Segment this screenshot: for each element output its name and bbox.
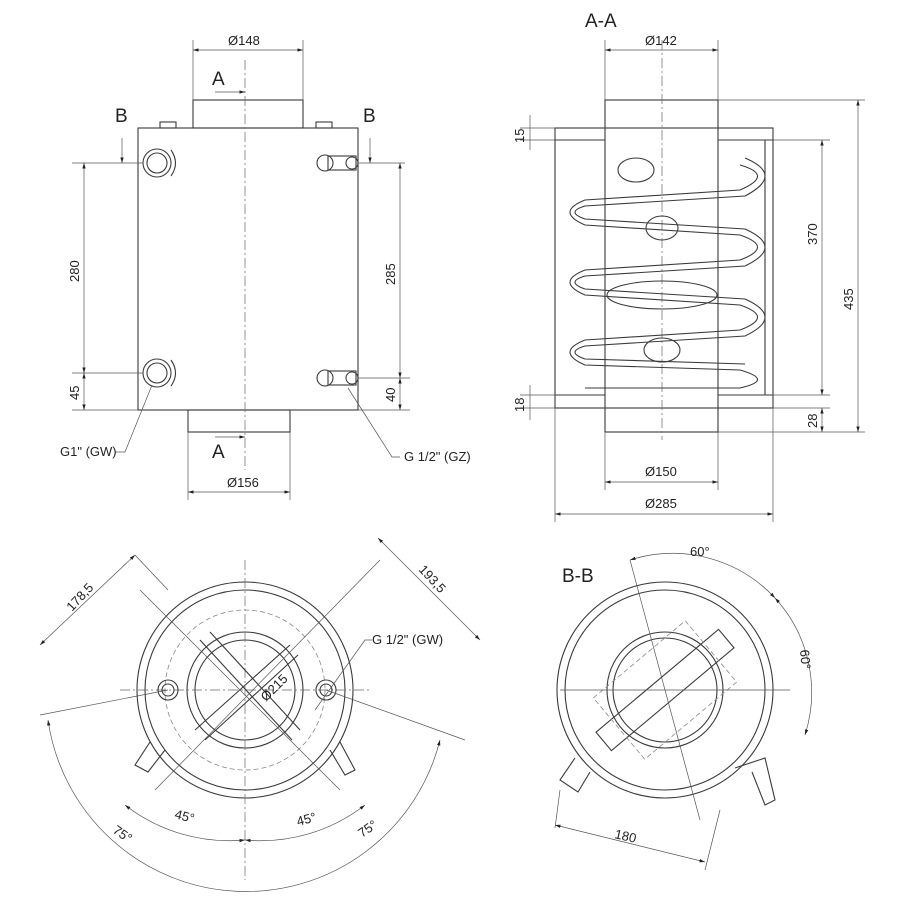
angle-right-inner: 45° <box>295 809 318 829</box>
section-b-right: B <box>363 106 376 127</box>
section-bb-title: B-B <box>562 566 594 587</box>
section-a-bottom: A <box>212 442 225 463</box>
dim-left-upper: 280 <box>67 260 82 282</box>
top-pipe <box>192 99 304 129</box>
label-top-fitting: G 1/2" (GW) <box>372 632 443 647</box>
dim-bottom-pipe-aa: 28 <box>805 414 820 428</box>
dim-right-diag: 193,5 <box>416 562 449 596</box>
section-aa-title: A-A <box>585 11 617 32</box>
heating-coil <box>569 157 766 389</box>
dim-top-flange: 15 <box>512 129 527 143</box>
top-view: 178,5 193,5 G 1/2" (GW) Ø215 75° 45° 45°… <box>39 537 481 892</box>
dim-bottom-flange: 18 <box>512 398 527 412</box>
dim-circle: Ø215 <box>258 671 291 704</box>
outer-shell <box>554 127 774 409</box>
dim-outer: Ø285 <box>645 496 677 511</box>
angle-right-outer: 75° <box>355 817 380 841</box>
section-a-top: A <box>212 69 225 90</box>
tank-body <box>137 127 359 411</box>
inner-pipe <box>604 99 719 433</box>
fitting-right-top <box>316 154 359 172</box>
dim-bottom-pipe: Ø156 <box>227 475 259 490</box>
dim-inner-bottom: Ø150 <box>645 464 677 479</box>
fitting-left-bottom <box>142 358 177 388</box>
section-b-left: B <box>115 106 128 127</box>
dim-left-diag: 178,5 <box>63 580 96 614</box>
fitting-left-top <box>142 148 177 178</box>
dim-right-lower: 40 <box>383 388 398 402</box>
front-view: Ø148 Ø156 A A B B 280 45 285 40 G1" (GW)… <box>60 33 471 500</box>
section-bb: B-B 60° 60° 180 <box>554 544 814 871</box>
label-left-fitting: G1" (GW) <box>60 444 117 459</box>
section-aa: A-A Ø142 15 18 370 28 435 Ø15 <box>512 11 865 522</box>
coil-section <box>592 620 738 760</box>
dim-left-lower: 45 <box>67 386 82 400</box>
dim-right-upper: 285 <box>383 263 398 285</box>
dim-top-pipe: Ø148 <box>228 33 260 48</box>
dim-total-height: 435 <box>841 288 856 310</box>
dim-coil-height: 370 <box>805 223 820 245</box>
angle-left-inner: 45° <box>173 806 196 826</box>
angle-right: 60° <box>797 649 814 670</box>
label-right-fitting: G 1/2" (GZ) <box>404 449 471 464</box>
dim-bottom-bb: 180 <box>613 826 638 845</box>
angle-top: 60° <box>690 544 710 559</box>
fitting-right-bottom <box>316 369 359 387</box>
dim-inner-top: Ø142 <box>645 33 677 48</box>
bottom-pipe <box>187 409 291 433</box>
